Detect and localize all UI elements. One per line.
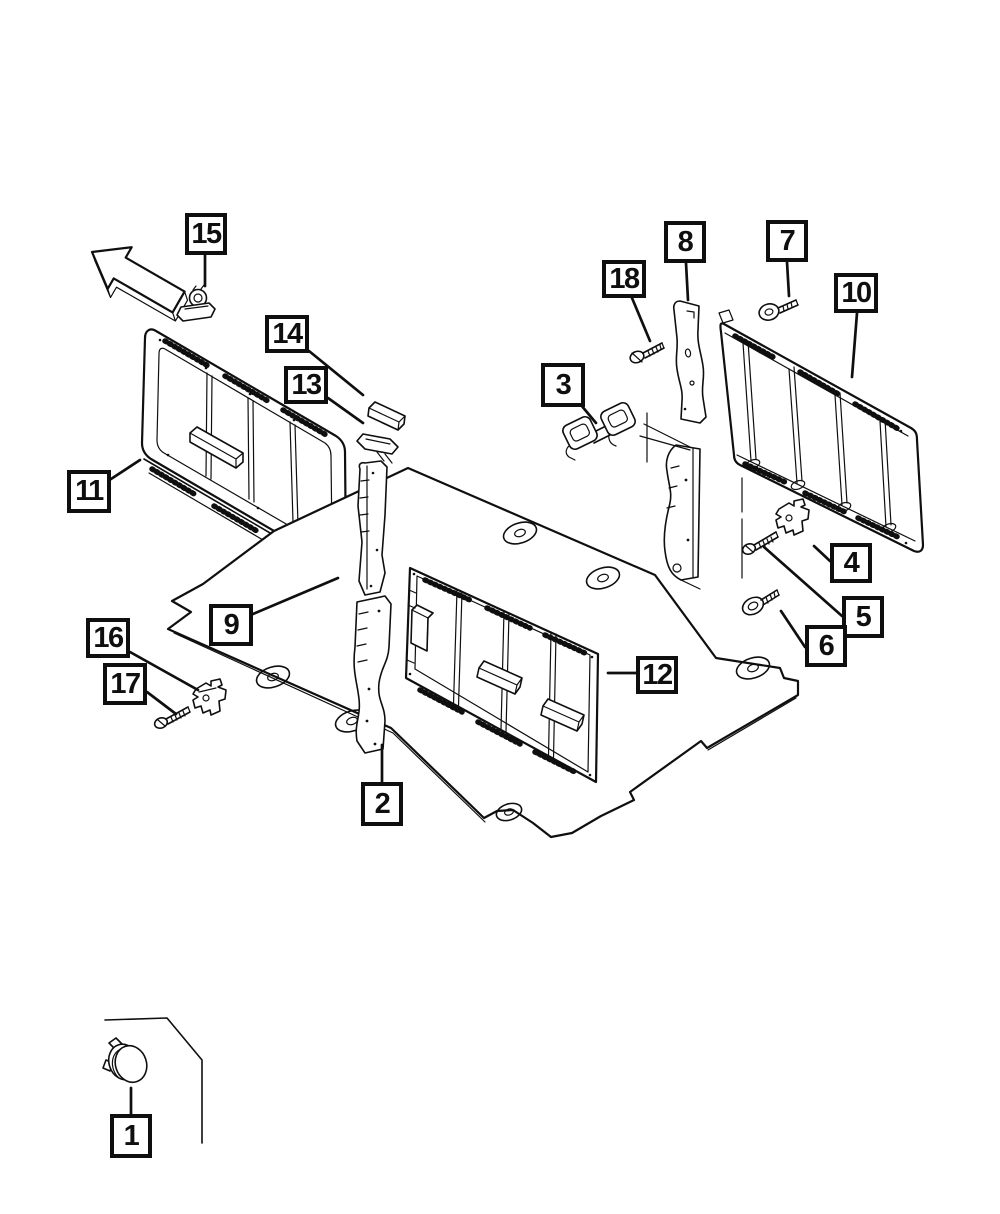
corner-outline (104, 1017, 203, 1144)
part-16-clip-nut (192, 678, 227, 716)
part-4-clip-nut-and-screw (741, 498, 810, 555)
callout-8[interactable]: 8 (664, 221, 706, 263)
part-14-strip (367, 401, 406, 431)
callout-13[interactable]: 13 (284, 366, 328, 404)
callout-6[interactable]: 6 (805, 625, 847, 667)
part-6-push-pin (741, 589, 780, 616)
part-2-bracket (353, 595, 392, 754)
part-3-strap (562, 401, 636, 461)
callout-15[interactable]: 15 (185, 213, 227, 255)
part-18-screw (629, 342, 665, 364)
callout-16[interactable]: 16 (86, 618, 130, 658)
callout-18[interactable]: 18 (602, 260, 646, 298)
part-9-bracket (357, 460, 388, 596)
callout-10[interactable]: 10 (834, 273, 878, 313)
part-7-screw (758, 299, 799, 321)
callout-3[interactable]: 3 (541, 363, 585, 407)
callout-9[interactable]: 9 (209, 604, 253, 646)
callout-12[interactable]: 12 (636, 656, 678, 694)
part-15-clip (176, 284, 216, 322)
callout-5[interactable]: 5 (842, 596, 884, 638)
callout-4[interactable]: 4 (830, 543, 872, 583)
callout-2[interactable]: 2 (361, 782, 403, 826)
leader-lines (109, 253, 859, 1116)
callout-7[interactable]: 7 (766, 220, 808, 262)
part-8-bracket (672, 300, 707, 424)
callout-1[interactable]: 1 (110, 1114, 152, 1158)
part-10-panel (718, 309, 925, 553)
part-1-plug (102, 1037, 148, 1084)
part-17-screw (153, 706, 191, 729)
callout-14[interactable]: 14 (265, 315, 309, 353)
part-12-panel (404, 566, 600, 784)
part-13-bracket (356, 433, 399, 464)
support-bracket (663, 444, 701, 590)
callout-17[interactable]: 17 (103, 663, 147, 705)
alignment-lines (639, 412, 743, 579)
callout-11[interactable]: 11 (67, 470, 111, 513)
